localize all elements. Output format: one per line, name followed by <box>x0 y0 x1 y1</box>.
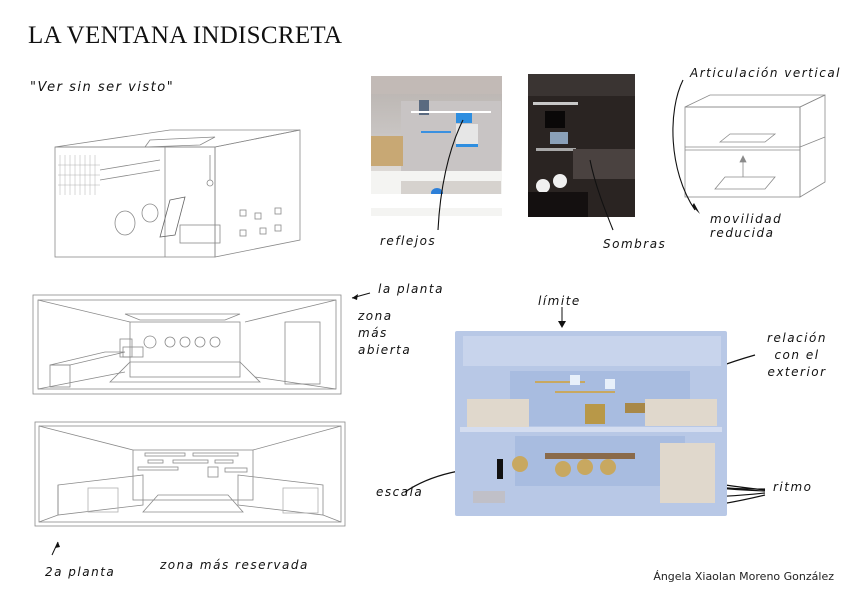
page-title: LA VENTANA INDISCRETA <box>28 22 343 49</box>
render-photo-dark <box>528 74 635 217</box>
label-first-floor: la planta <box>378 282 444 296</box>
caption-shadows: Sombras <box>603 237 667 251</box>
first-floor-section-sketch <box>30 292 345 397</box>
note-more-reserved-zone: zona más reservada <box>160 558 309 572</box>
perspective-sketch <box>50 125 310 265</box>
label-rhythm: ritmo <box>773 480 813 494</box>
author-name: Ángela Xiaolan Moreno González <box>653 570 834 583</box>
label-scale: escala <box>376 485 424 499</box>
second-floor-section-sketch <box>33 420 348 528</box>
subtitle-quote: "Ver sin ser visto" <box>30 80 175 95</box>
articulation-sketch <box>680 92 830 202</box>
label-reduced-mobility: movilidad reducida <box>710 212 783 240</box>
label-articulation-vertical: Articulación vertical <box>690 66 842 80</box>
label-second-floor: 2a planta <box>45 565 116 579</box>
label-limit: límite <box>538 294 581 308</box>
note-more-open-zone: zona más abierta <box>358 309 412 357</box>
caption-reflections: reflejos <box>380 234 437 248</box>
model-photo <box>455 331 727 516</box>
render-photo-bright <box>371 76 502 216</box>
label-relation-exterior: relación con el exterior <box>767 331 827 379</box>
